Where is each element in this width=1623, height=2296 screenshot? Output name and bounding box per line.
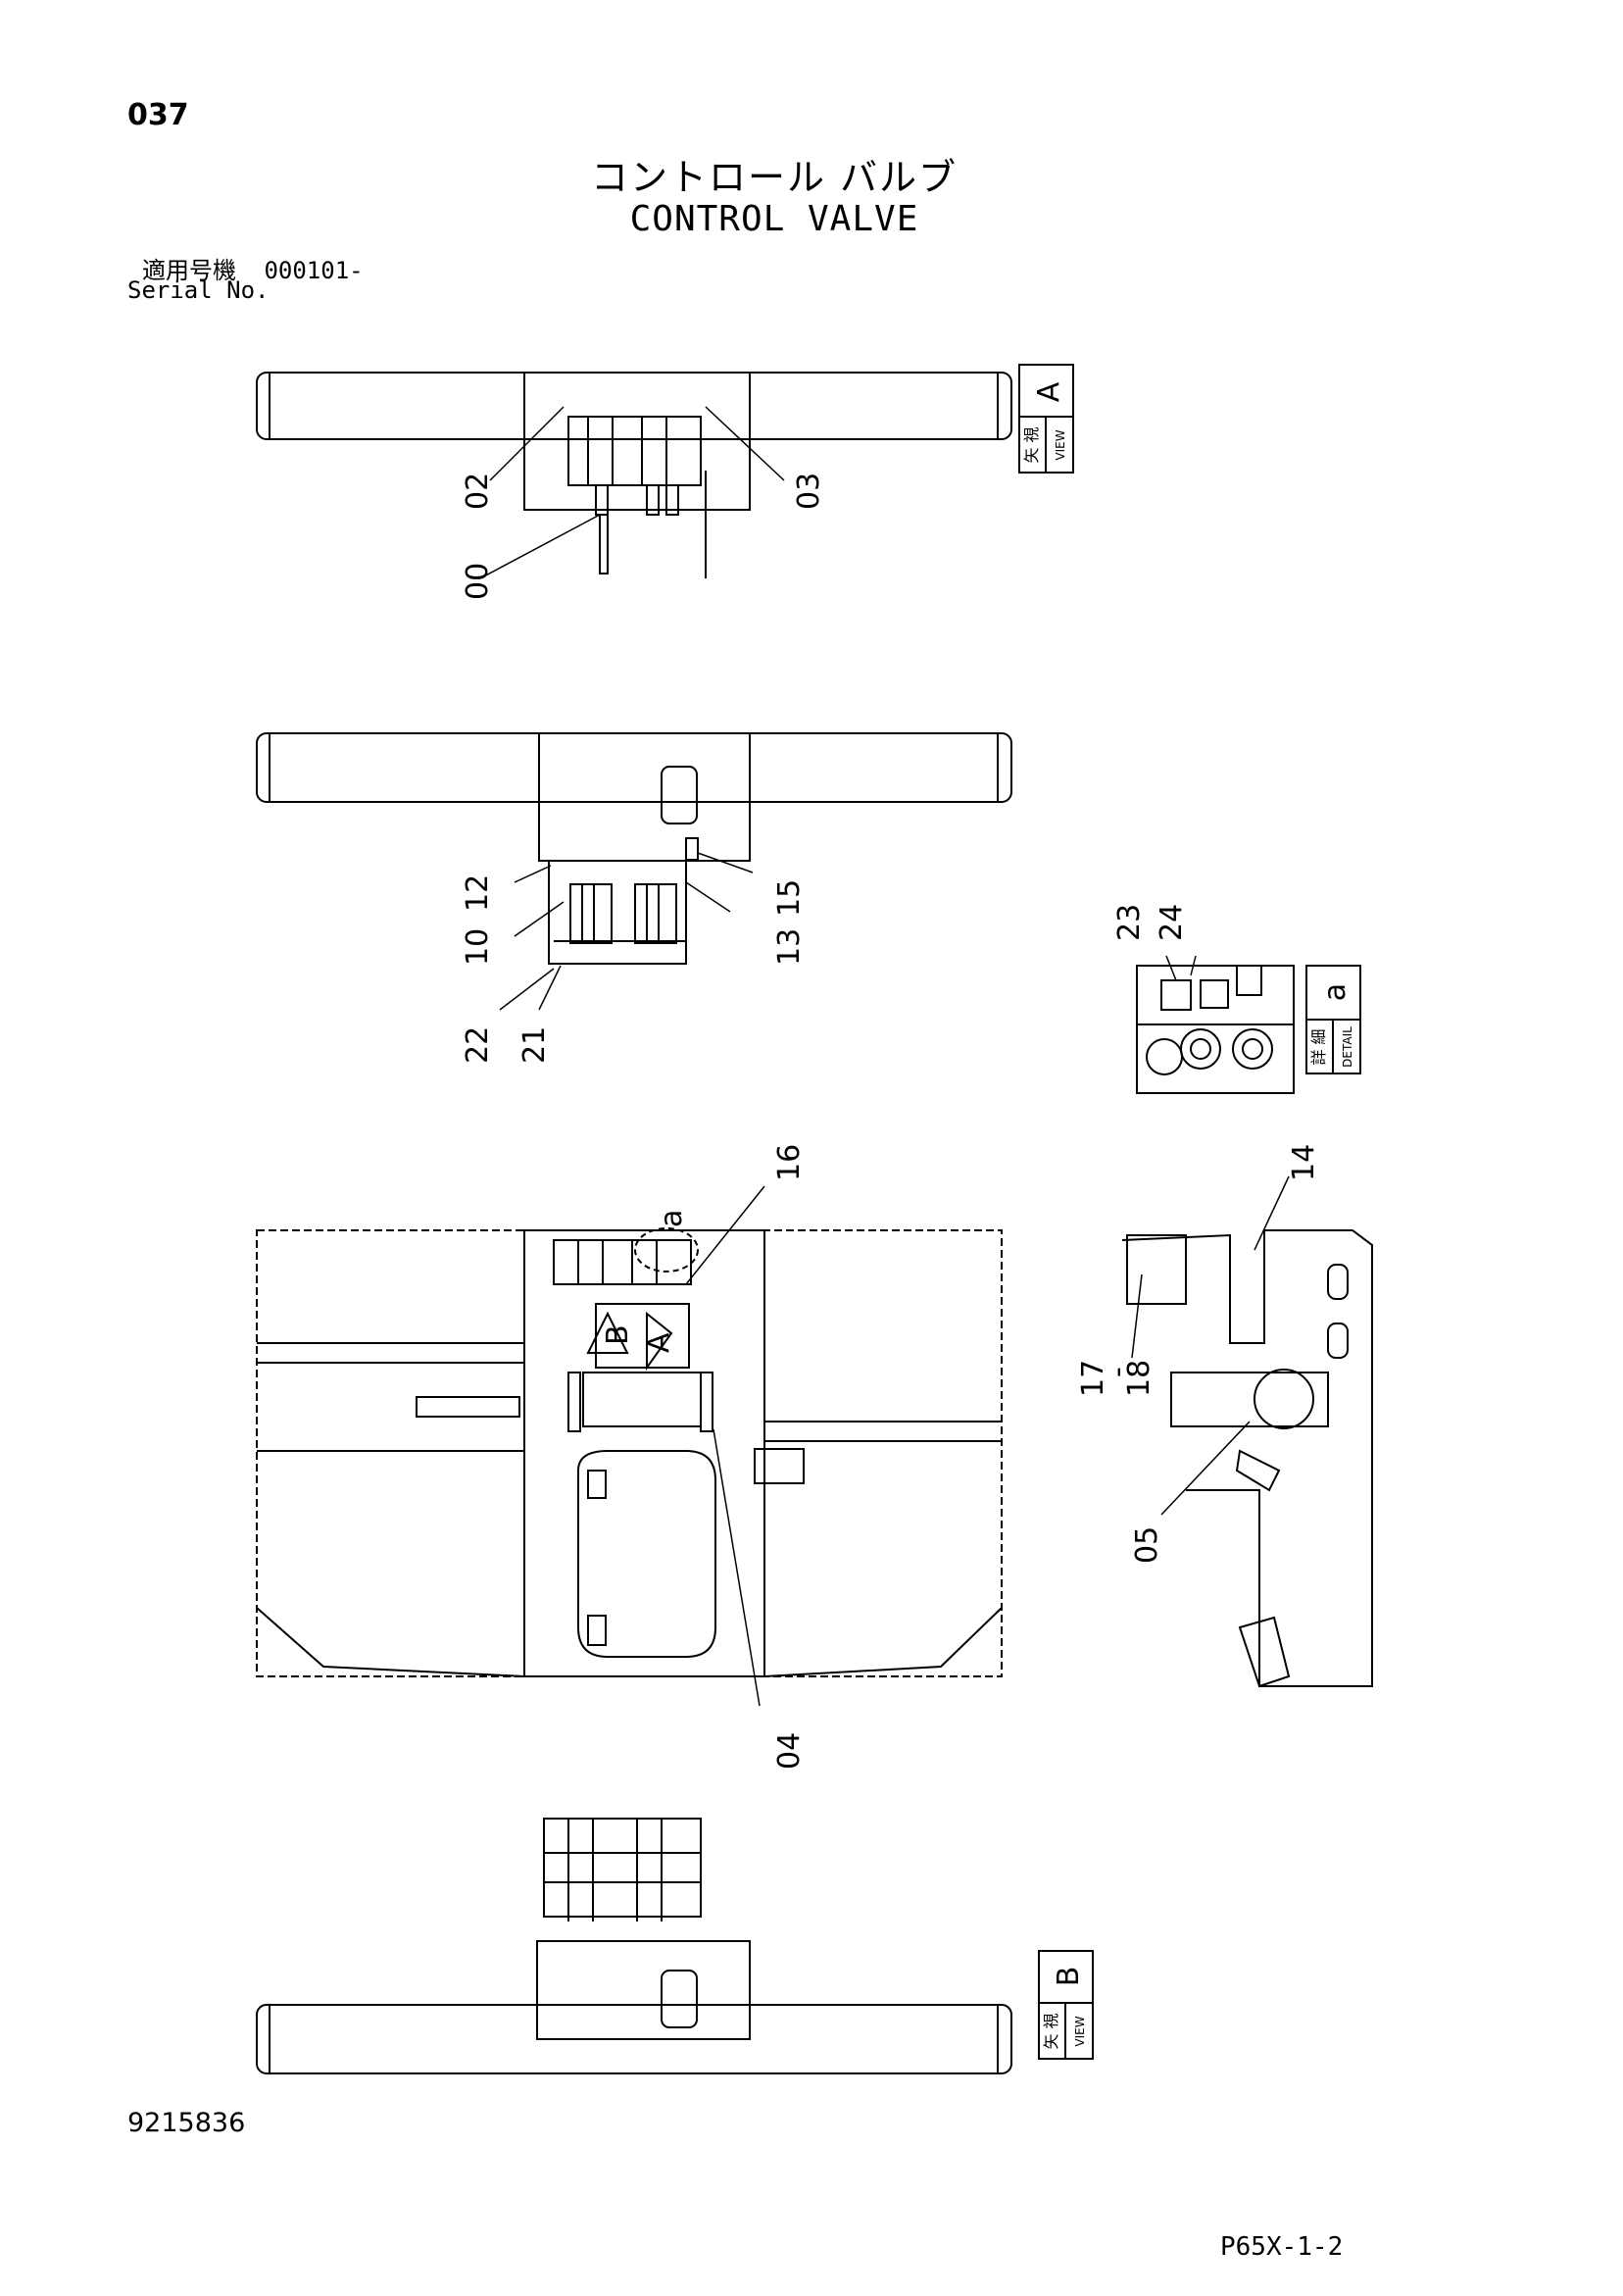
- callout-13: 13: [772, 928, 807, 966]
- callout-23: 23: [1112, 904, 1147, 941]
- view-a-letter: A: [1032, 381, 1066, 402]
- arrow-a-label: A: [642, 1332, 676, 1353]
- callout-18: 18: [1122, 1360, 1156, 1397]
- detail-a-jp: 詳 細: [1309, 1028, 1328, 1065]
- serial-label-en: Serial No.: [127, 276, 270, 304]
- serial-label-jp: 適用号機: [142, 257, 236, 284]
- callout-02: 02: [461, 473, 495, 510]
- callout-15: 15: [772, 879, 807, 917]
- callout-00: 00: [461, 563, 495, 600]
- callout-17: 17: [1076, 1360, 1110, 1397]
- detail-a-label: [1305, 965, 1361, 1074]
- view-b-jp: 矢 視: [1042, 2013, 1060, 2049]
- page-title-english: CONTROL VALVE: [629, 199, 919, 239]
- page-code: P65X-1-2: [1220, 2232, 1344, 2262]
- callout-03: 03: [792, 473, 826, 510]
- callout-21: 21: [517, 1026, 552, 1064]
- view-b-en: VIEW: [1073, 2016, 1087, 2046]
- plan-view-drawing: [256, 1185, 1003, 1707]
- side-view-drawing: [1121, 1175, 1373, 1688]
- page-title-japanese: コントロール バルブ: [590, 156, 959, 199]
- callout-dash: -: [1101, 1367, 1135, 1377]
- serial-value: 000101-: [264, 257, 364, 284]
- detail-a-drawing: [1136, 955, 1295, 1094]
- top-view-drawing: [256, 732, 1012, 1011]
- view-a-drawing: [256, 372, 1012, 579]
- detail-a-letter: a: [1318, 983, 1352, 1001]
- callout-24: 24: [1155, 904, 1189, 941]
- callout-05: 05: [1130, 1526, 1164, 1564]
- callout-12: 12: [461, 874, 495, 912]
- callout-04: 04: [772, 1732, 807, 1770]
- view-b-drawing: [256, 1818, 1012, 2074]
- callout-10: 10: [461, 928, 495, 966]
- view-b-letter: B: [1052, 1967, 1086, 1987]
- view-a-jp: 矢 視: [1022, 426, 1041, 463]
- detail-a-marker: a: [655, 1210, 689, 1227]
- document-number: 9215836: [127, 2108, 246, 2138]
- page-number: 037: [127, 98, 189, 132]
- callout-22: 22: [461, 1026, 495, 1064]
- callout-16: 16: [772, 1144, 807, 1181]
- view-a-en: VIEW: [1054, 429, 1067, 460]
- detail-a-en: DETAIL: [1341, 1026, 1354, 1068]
- arrow-b-label: B: [601, 1324, 635, 1345]
- serial-row: 適用号機 000101-: [142, 251, 364, 285]
- view-a-label: [1018, 364, 1074, 474]
- view-b-label: [1038, 1950, 1094, 2060]
- callout-14: 14: [1287, 1144, 1321, 1181]
